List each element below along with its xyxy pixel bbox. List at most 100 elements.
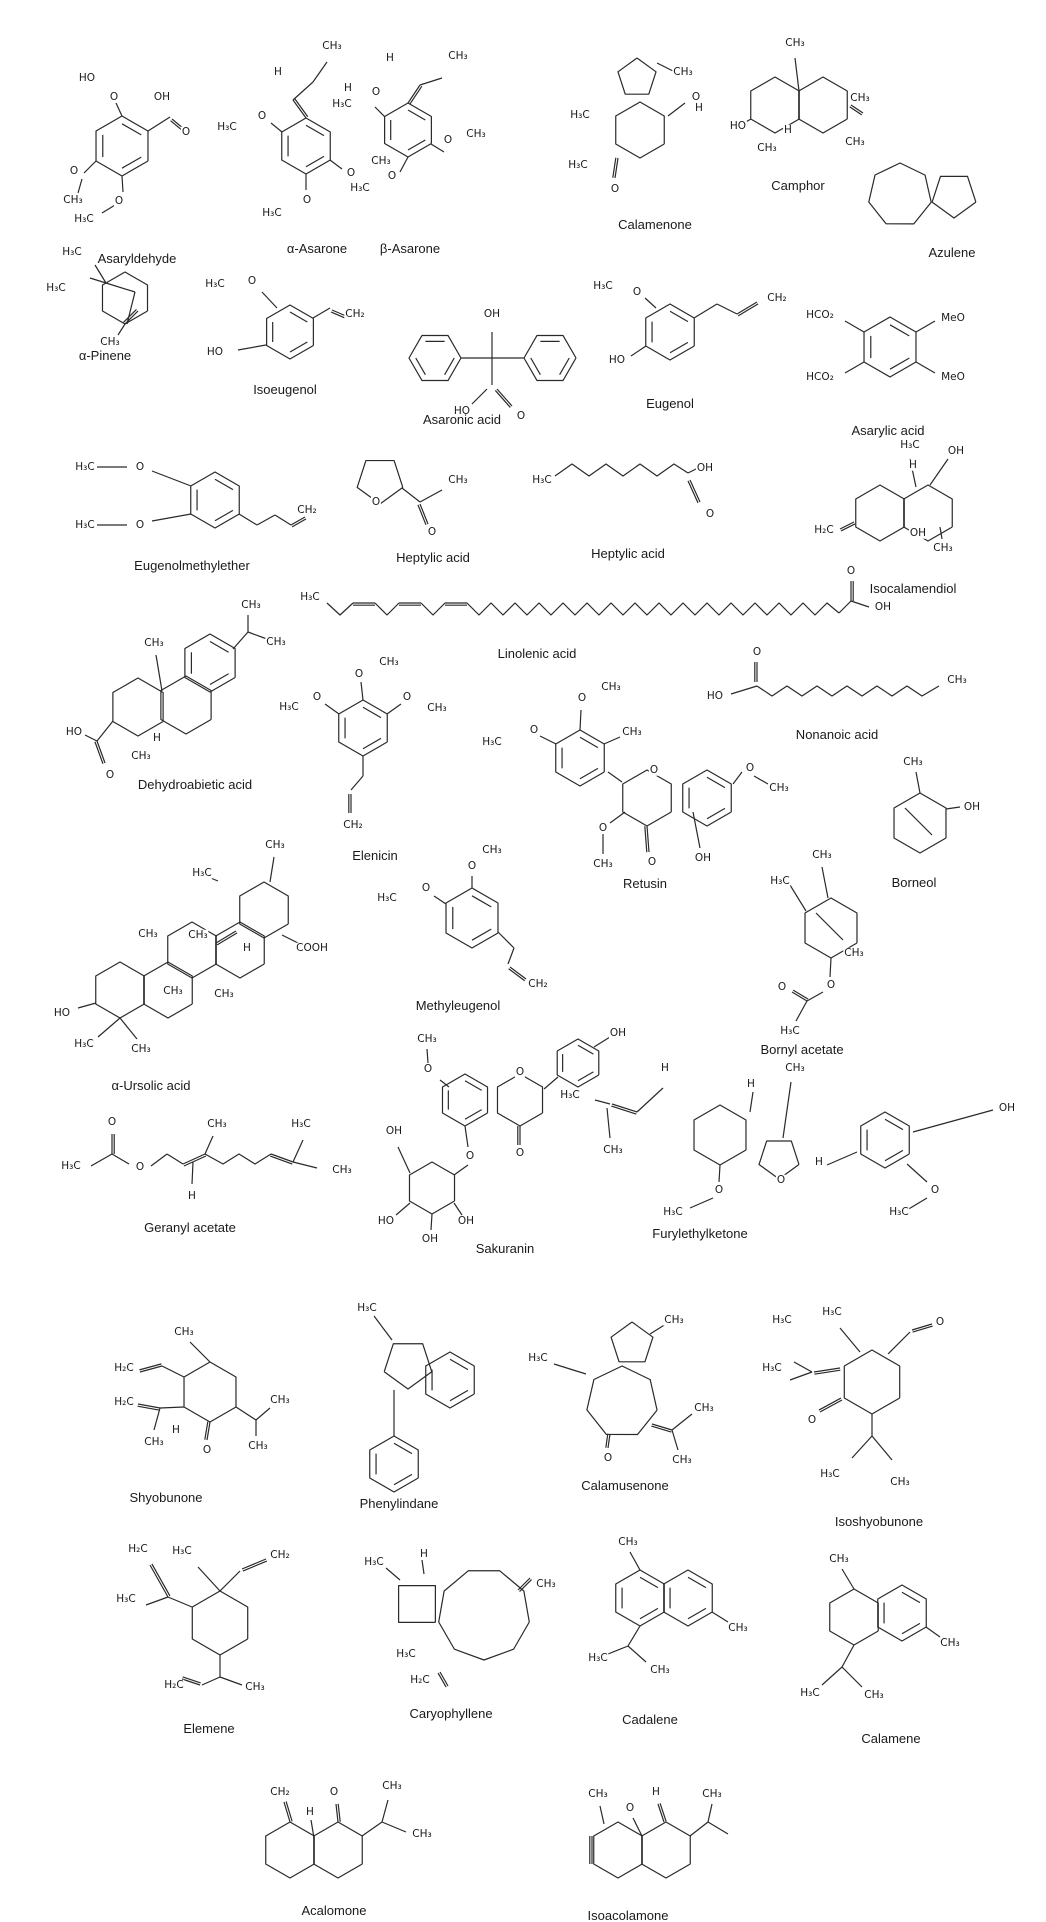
bond-line: [83, 160, 97, 174]
compound-name: Bornyl acetate: [760, 1042, 844, 1057]
atom-label: OH: [482, 307, 502, 320]
bond-line: [369, 1435, 419, 1493]
structure-drawing: [145, 1558, 268, 1686]
compound-name: Heptylic acid: [591, 546, 665, 561]
atom-label: CH₃: [849, 91, 871, 104]
bond-line: [687, 1576, 707, 1589]
bond-line: [925, 1626, 941, 1638]
bond-line: [159, 1406, 185, 1409]
atom-label: CH₃: [811, 848, 833, 861]
atom-label: CH₃: [535, 1577, 557, 1590]
bond-line: [737, 303, 759, 317]
bond-line: [237, 344, 267, 351]
bond-line: [151, 513, 192, 522]
atom-label: H₃C: [395, 1647, 417, 1660]
structure-drawing: [433, 876, 527, 982]
bond-line: [577, 1044, 594, 1055]
bond-line: [651, 1423, 673, 1431]
bond-line: [115, 102, 123, 117]
atom-label: O: [514, 1146, 526, 1159]
bond-line: [77, 178, 83, 194]
bond-line: [425, 1351, 475, 1409]
bond-line: [471, 928, 492, 941]
bond-line: [632, 1817, 643, 1837]
bond-line: [439, 1079, 450, 1088]
bond-line: [285, 1801, 293, 1822]
bond-line: [408, 1161, 456, 1215]
bond-line: [265, 1821, 315, 1879]
atom-label: O: [744, 761, 756, 774]
bond-line: [841, 1568, 855, 1590]
bond-line: [150, 1153, 168, 1167]
bond-line: [281, 934, 299, 944]
atom-label: O: [514, 1065, 526, 1078]
bond-line: [641, 1821, 691, 1879]
atom-label: H: [694, 101, 704, 114]
bond-line: [656, 62, 674, 72]
atom-label: CH₃: [187, 928, 209, 941]
bond-line: [183, 1361, 237, 1423]
compound-name: Azulene: [928, 245, 976, 260]
compound-name: α-Asarone: [286, 241, 348, 256]
bond-line: [841, 1666, 863, 1688]
atom-label: CH₃: [381, 1779, 403, 1792]
atom-label: O: [311, 690, 323, 703]
bond-line: [609, 811, 626, 824]
bond-line: [415, 357, 426, 375]
bond-line: [818, 1397, 842, 1411]
bond-line: [906, 1163, 928, 1183]
bond-line: [798, 76, 848, 134]
bond-line: [312, 307, 331, 319]
bond-line: [622, 769, 672, 827]
bond-line: [903, 484, 953, 542]
bond-line: [137, 1405, 160, 1411]
atom-label: O: [515, 409, 527, 422]
bond-line: [77, 1002, 97, 1009]
bond-line: [292, 1139, 304, 1163]
bond-line: [183, 1155, 207, 1167]
bond-line: [464, 1109, 482, 1120]
bond-line: [117, 323, 126, 336]
bond-line: [603, 736, 621, 745]
bond-line: [96, 720, 114, 742]
bond-line: [121, 123, 142, 136]
bond-line: [887, 1331, 911, 1355]
structure-drawing: [821, 1568, 941, 1688]
structure-drawing: [326, 581, 870, 616]
atom-label: CH₂: [766, 291, 788, 304]
structure-drawing: [844, 316, 936, 378]
bond-line: [651, 1425, 672, 1433]
atom-label: CH₂: [269, 1548, 291, 1561]
bond-line: [417, 504, 427, 526]
atom-label: CH₃: [130, 1042, 152, 1055]
atom-label: CH₃: [784, 1061, 806, 1074]
bond-line: [689, 1821, 709, 1837]
bond-line: [393, 1473, 413, 1486]
bond-line: [214, 509, 234, 522]
structure-drawing: [743, 57, 864, 134]
bond-line: [439, 1671, 449, 1687]
atom-label: OH: [873, 600, 893, 613]
atom-label: O: [422, 1062, 434, 1075]
bond-line: [594, 1099, 611, 1105]
atom-label: CH₃: [939, 1636, 961, 1649]
atom-label: O: [345, 166, 357, 179]
bond-line: [593, 1036, 611, 1048]
atom-label: H: [171, 1423, 181, 1436]
compound-name: Asarylic acid: [851, 423, 925, 438]
bond-line: [204, 1153, 272, 1165]
bond-line: [409, 85, 423, 105]
bond-line: [201, 1676, 221, 1686]
bond-line: [939, 526, 943, 540]
